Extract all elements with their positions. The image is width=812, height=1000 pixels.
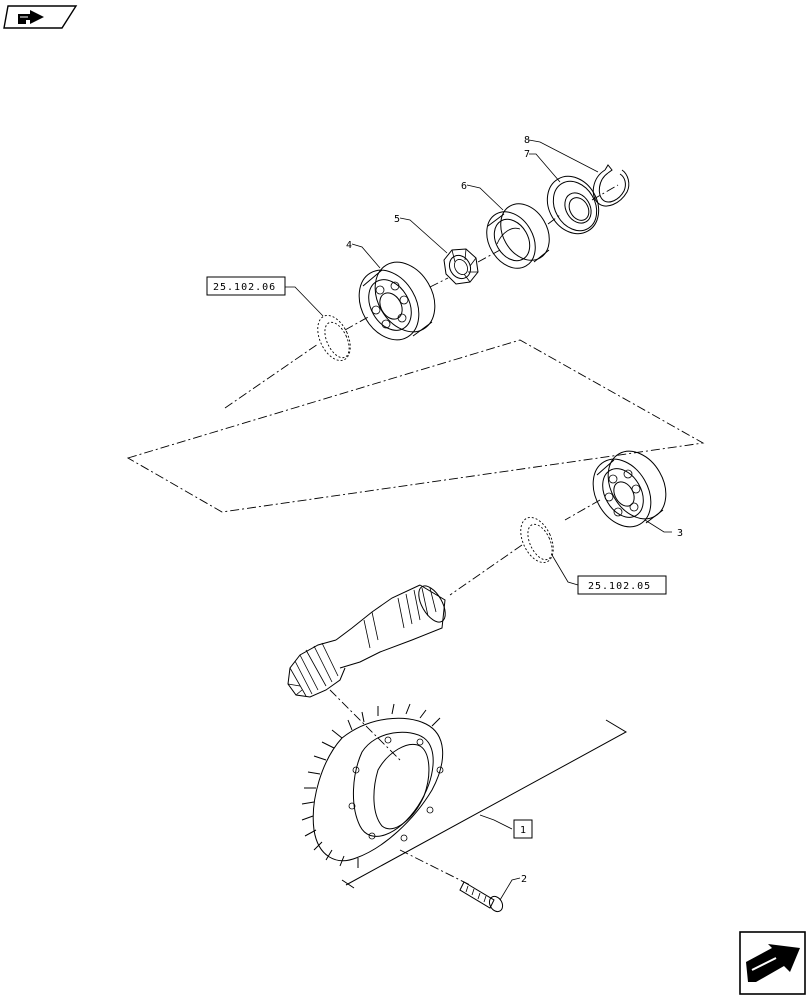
ring-gear xyxy=(301,703,444,868)
prev-page-arrow-icon[interactable] xyxy=(3,5,78,29)
reference-link-upper[interactable]: 25.102.06 xyxy=(206,276,286,296)
circlip xyxy=(592,164,630,207)
svg-text:25.102.06: 25.102.06 xyxy=(213,282,276,293)
roller-bearing-lower xyxy=(592,450,667,528)
callout-1: 1 xyxy=(520,825,526,836)
shim-lower xyxy=(520,517,554,563)
roller-bearing-upper xyxy=(358,261,436,341)
callout-1-box xyxy=(513,819,533,839)
reference-link-lower[interactable]: 25.102.05 xyxy=(577,575,667,595)
bolt xyxy=(459,881,504,913)
shim-upper xyxy=(317,315,351,361)
callout-7: 7 xyxy=(524,149,530,160)
callout-2: 2 xyxy=(521,874,527,885)
next-page-arrow-icon[interactable] xyxy=(739,931,806,995)
nut xyxy=(443,248,479,285)
pinion-shaft xyxy=(287,584,446,698)
callout-5: 5 xyxy=(394,214,400,225)
callout-4: 4 xyxy=(346,240,352,251)
callout-8: 8 xyxy=(524,135,530,146)
callout-6: 6 xyxy=(461,181,467,192)
svg-text:25.102.05: 25.102.05 xyxy=(588,581,651,592)
callout-3: 3 xyxy=(677,528,683,539)
seal xyxy=(546,175,600,235)
bearing-cup xyxy=(486,203,550,269)
